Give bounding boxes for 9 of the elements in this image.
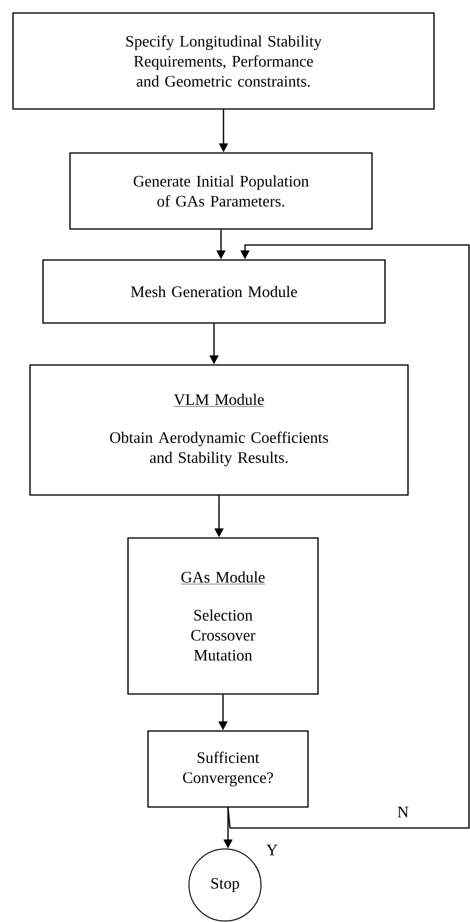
process-box: Generate Initial Population of GAs Parameters. <box>69 152 373 230</box>
process-box: VLM Module Obtain Aerodynamic Coefficients and Stability Results. <box>29 364 409 496</box>
arrow <box>227 244 470 829</box>
edge-label: N <box>396 806 410 818</box>
process-box: GAs Module Selection Crossover Mutation <box>127 537 319 695</box>
process-box: Sufficient Convergence? <box>147 730 309 808</box>
edge-label: Y <box>265 844 279 856</box>
process-box: Mesh Generation Module <box>42 259 386 324</box>
process-box: Specify Longitudinal Stability Requirements, Performance and Geometric constraints. <box>12 12 435 110</box>
